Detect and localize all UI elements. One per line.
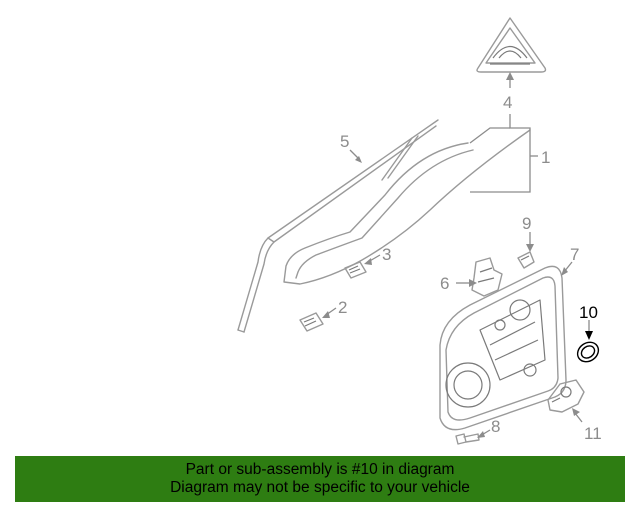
part-7-regulator-panel[interactable] — [439, 265, 567, 431]
callout-2: 2 — [338, 298, 347, 317]
callout-7: 7 — [570, 245, 579, 264]
part-10-o-ring[interactable] — [574, 338, 602, 365]
part-4-mirror-cover[interactable] — [476, 17, 547, 73]
part-8-bolt[interactable] — [455, 433, 480, 445]
callout-3: 3 — [382, 245, 391, 264]
part-11-motor[interactable] — [547, 379, 585, 413]
info-banner: Part or sub-assembly is #10 in diagram D… — [15, 456, 625, 502]
callout-1: 1 — [541, 148, 550, 167]
callout-10: 10 — [579, 303, 598, 322]
part-3-glass-clip[interactable] — [344, 261, 367, 279]
banner-line-2: Diagram may not be specific to your vehi… — [170, 479, 470, 496]
part-6-bracket[interactable] — [471, 257, 503, 297]
callout-4: 4 — [503, 93, 512, 112]
callout-9: 9 — [522, 214, 531, 233]
callout-6: 6 — [440, 274, 449, 293]
banner-line-1: Part or sub-assembly is #10 in diagram — [185, 461, 455, 478]
callout-11: 11 — [584, 424, 602, 443]
parts-diagram: 1 2 3 4 5 6 7 8 9 10 11 — [237, 17, 602, 445]
callout-8: 8 — [491, 417, 500, 436]
callout-5: 5 — [340, 132, 349, 151]
leader-lines — [322, 72, 593, 438]
part-1-door-glass[interactable] — [283, 129, 531, 285]
part-2-glass-clip[interactable] — [299, 312, 324, 332]
part-9-bracket[interactable] — [517, 251, 535, 269]
part-5-run-channel[interactable] — [237, 119, 439, 333]
